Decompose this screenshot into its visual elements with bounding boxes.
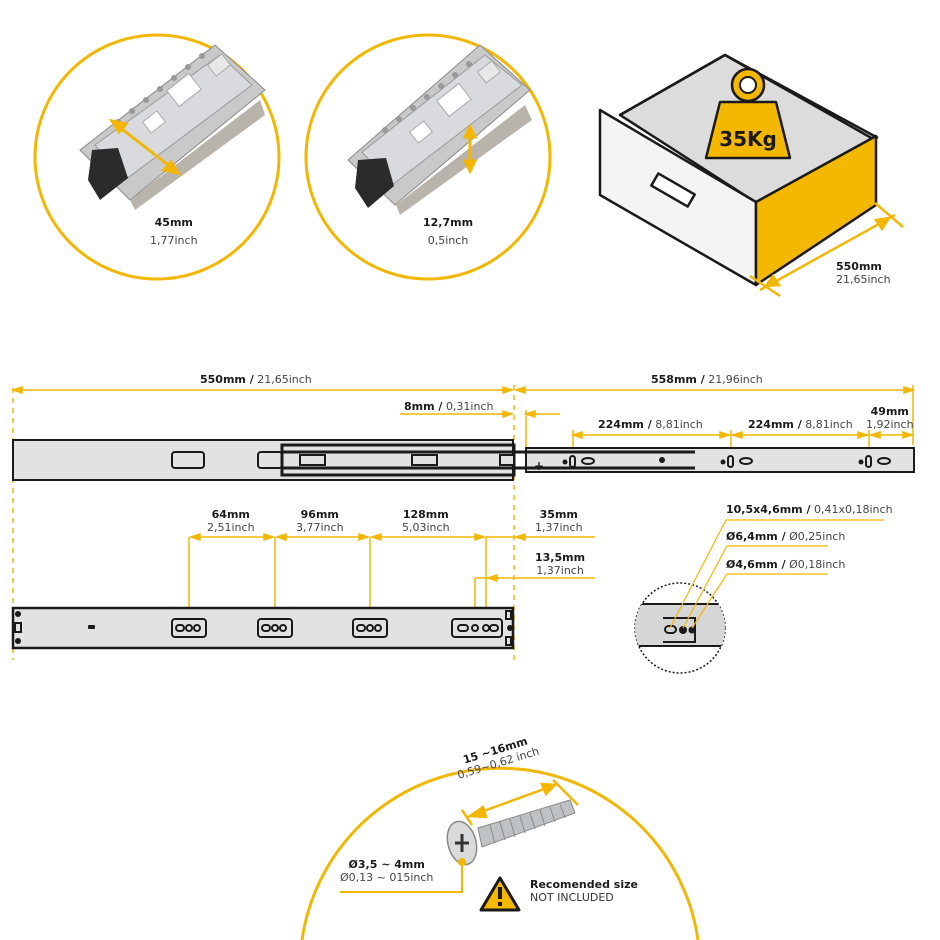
- mount-slot: [352, 618, 388, 638]
- drawer-depth-inch: 21,65inch: [836, 273, 891, 286]
- rail-photo: [79, 44, 266, 210]
- rail-width-illustration: [33, 33, 281, 281]
- thickness-arrow: [462, 123, 478, 175]
- drawer-handle: [650, 172, 696, 208]
- hole-slot-label: 10,5x4,6mm / 0,41x0,18inch: [726, 503, 893, 516]
- screw-diameter-label: Ø3,5 ~ 4mm Ø0,13 ~ 015inch: [340, 858, 433, 884]
- screw-diameter-inch: Ø0,13 ~ 015inch: [340, 871, 434, 884]
- hole-large-label: Ø6,4mm / Ø0,25inch: [726, 530, 846, 543]
- load-capacity: 35Kg: [719, 127, 777, 151]
- rail-thickness-mm: 12,7mm: [423, 216, 474, 229]
- hole-small-label: Ø4,6mm / Ø0,18inch: [726, 558, 846, 571]
- mount-slot: [451, 618, 503, 638]
- rail-thickness-label: 12,7mm 0,5inch: [423, 214, 473, 250]
- hole-leader-lines: [669, 519, 884, 629]
- screw-illustration: [300, 766, 700, 940]
- diameter-leader: [340, 858, 466, 893]
- mount-slot: [171, 451, 205, 469]
- offset-label: 8mm / 0,31inch: [404, 400, 494, 413]
- screw-photo: [446, 799, 576, 866]
- extension-label: 558mm / 21,96inch: [651, 373, 763, 386]
- rail-dimensions-diagram: +: [10, 385, 916, 674]
- screw-diameter-mm: Ø3,5 ~ 4mm: [348, 858, 425, 871]
- extended-rail: [12, 439, 915, 481]
- drawer-depth-mm: 550mm: [836, 260, 882, 273]
- closed-length-label: 550mm / 21,65inch: [200, 373, 312, 386]
- svg-text:+: +: [534, 459, 544, 473]
- hole-detail: [634, 582, 726, 674]
- depth-arrow: [749, 202, 904, 298]
- spacing2-label: 224mm / 8,81inch: [748, 418, 853, 431]
- spacing1-label: 224mm / 8,81inch: [598, 418, 703, 431]
- rail-thickness-inch: 0,5inch: [427, 234, 469, 247]
- warning-subtitle: NOT INCLUDED: [530, 891, 614, 904]
- rail-width-inch: 1,77inch: [150, 234, 198, 247]
- drawer-illustration: 35Kg: [598, 53, 904, 298]
- mount-slot: [257, 618, 293, 638]
- weight-icon: 35Kg: [704, 67, 792, 160]
- warning-icon: [479, 876, 521, 912]
- rail-width-label: 45mm 1,77inch: [150, 214, 198, 250]
- drawer-depth-label: 550mm 21,65inch: [836, 260, 891, 286]
- width-arrow: [108, 118, 182, 176]
- warning-title: Recomended size: [530, 878, 638, 891]
- length-arrow: [460, 779, 579, 826]
- warning-note: Recomended size NOT INCLUDED: [530, 878, 638, 904]
- rail-thickness-illustration: [304, 33, 552, 281]
- highlight-circle: [300, 766, 700, 940]
- rail-width-mm: 45mm: [154, 216, 193, 229]
- mount-slot: [171, 618, 207, 638]
